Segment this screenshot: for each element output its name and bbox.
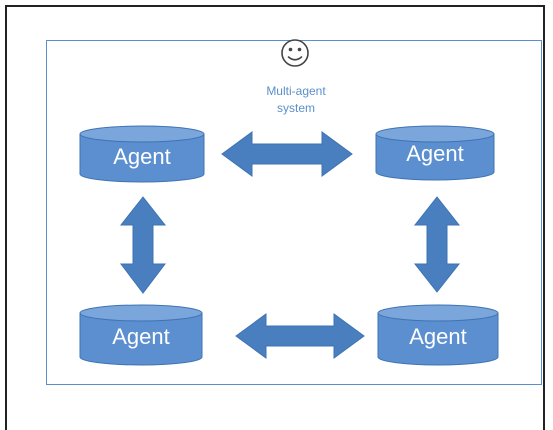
agent-top-left: Agent	[79, 125, 205, 183]
system-title-line2: system	[277, 101, 315, 115]
agent-label: Agent	[406, 141, 464, 166]
double-arrow-horizontal-bottom	[235, 313, 365, 359]
double-arrow-horizontal-top	[221, 131, 353, 177]
system-title-line1: Multi-agent	[266, 84, 326, 98]
double-arrow-vertical-right	[413, 196, 461, 293]
agent-label: Agent	[112, 324, 170, 349]
smiley-face-icon	[281, 39, 309, 67]
agent-label: Agent	[113, 144, 171, 169]
outer-frame	[5, 5, 545, 430]
agent-label: Agent	[409, 324, 467, 349]
agent-top-right: Agent	[375, 125, 495, 181]
agent-bottom-left: Agent	[79, 304, 203, 366]
agent-bottom-right: Agent	[377, 304, 499, 366]
double-arrow-vertical-left	[119, 196, 167, 294]
